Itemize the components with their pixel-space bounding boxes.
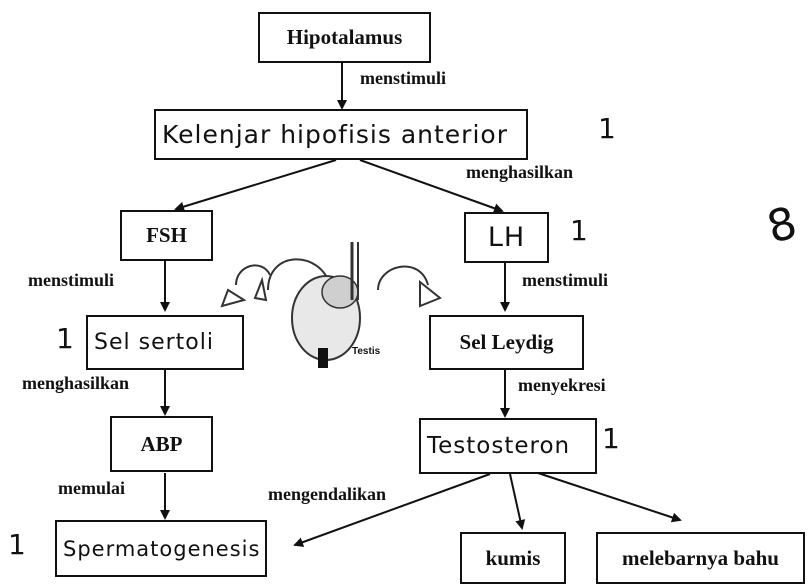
lh-box: LH	[464, 212, 549, 263]
hipotalamus-box: Hipotalamus	[258, 12, 431, 63]
testosteron-text: Testosteron	[427, 433, 570, 459]
tick-mark-sertoli: 1	[56, 322, 74, 355]
arrow-testosteron-bahu	[535, 472, 680, 520]
label-fsh-stimulates: menstimuli	[28, 270, 114, 291]
label-hipo-stimulates: menstimuli	[360, 68, 446, 89]
sertoli-text: Sel sertoli	[94, 330, 214, 355]
tick-mark-testosteron: 1	[602, 422, 620, 455]
label-testosteron-controls: mengendalikan	[268, 484, 386, 505]
tick-mark-lh: 1	[570, 214, 588, 247]
arrow-hipofisis-fsh	[176, 160, 336, 209]
hipofisis-text: Kelenjar hipofisis anterior	[162, 120, 508, 149]
bahu-box: melebarnya bahu	[596, 532, 805, 584]
abp-box: ABP	[110, 416, 213, 472]
arrow-testosteron-kumis	[510, 474, 522, 528]
kumis-box: kumis	[460, 532, 566, 584]
spermatogenesis-box: Spermatogenesis	[55, 520, 267, 577]
label-sertoli-produces: menghasilkan	[22, 373, 129, 394]
testis-caption: Testis	[352, 346, 380, 357]
fsh-box: FSH	[120, 210, 213, 261]
tick-mark-hipofisis: 1	[598, 112, 616, 145]
sertoli-box: Sel sertoli	[86, 315, 244, 370]
label-abp-starts: memulai	[58, 478, 125, 499]
testosteron-box: Testosteron	[419, 418, 597, 474]
spermatogenesis-text: Spermatogenesis	[63, 537, 260, 561]
label-lh-stimulates: menstimuli	[522, 270, 608, 291]
tick-mark-spermatogenesis: 1	[8, 528, 26, 561]
label-leydig-secretes: menyekresi	[518, 375, 606, 396]
hipofisis-box: Kelenjar hipofisis anterior	[154, 109, 528, 160]
leydig-box: Sel Leydig	[429, 315, 584, 370]
lh-text: LH	[488, 222, 525, 253]
label-hipofisis-produces: menghasilkan	[466, 162, 573, 183]
testis-illustration	[222, 242, 440, 368]
